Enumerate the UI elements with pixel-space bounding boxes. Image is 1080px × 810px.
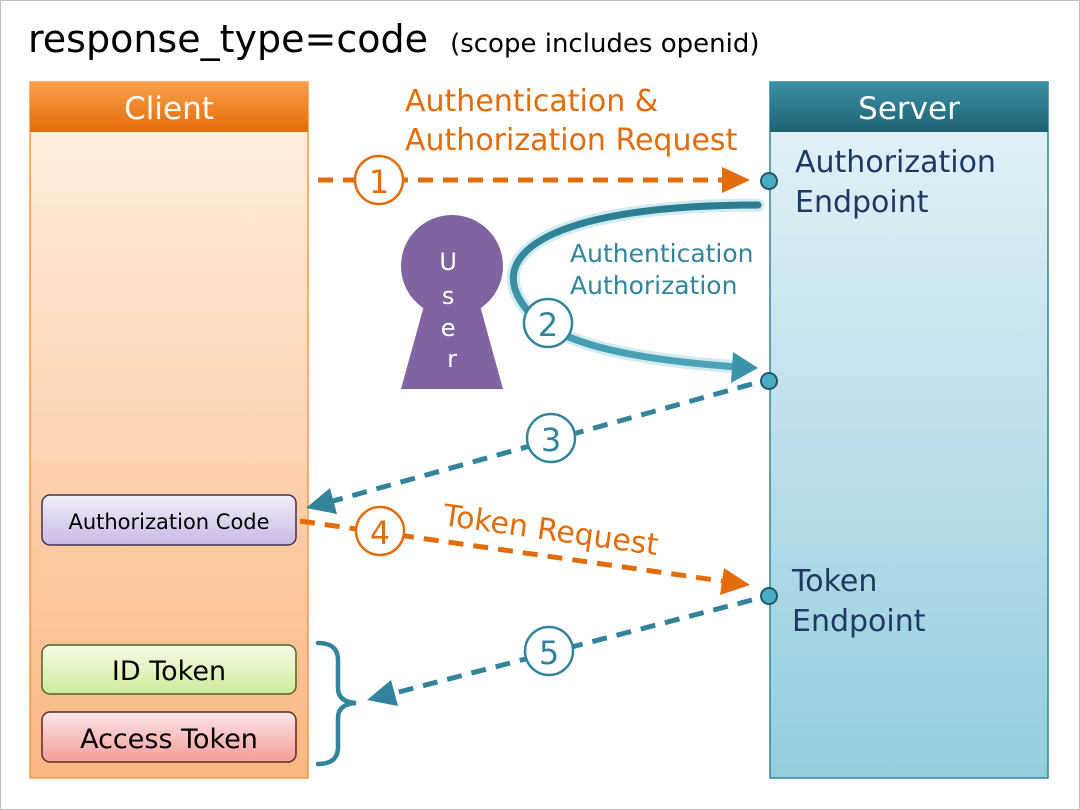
authorization-code-label: Authorization Code xyxy=(68,510,269,534)
authorization-endpoint-line-1: Authorization xyxy=(795,145,996,180)
authn-authz-label: Authentication Authorization xyxy=(570,239,761,300)
step-1-arrow: 1 xyxy=(318,154,750,206)
title-sub: (scope includes openid) xyxy=(450,29,759,59)
user-body xyxy=(401,291,503,389)
step-5-badge xyxy=(523,625,575,677)
step-3-badge xyxy=(525,412,577,464)
server-label: Server xyxy=(858,91,960,127)
access-token-label: Access Token xyxy=(80,724,258,755)
redirect-endpoint-dot xyxy=(760,372,778,390)
step-3-number: 3 xyxy=(541,421,561,459)
user-figure: U s e r xyxy=(401,215,503,389)
access-token-box: Access Token xyxy=(41,711,297,763)
step-4-badge xyxy=(354,505,406,557)
id-token-label: ID Token xyxy=(112,656,226,687)
authorization-endpoint-dot xyxy=(760,172,778,190)
step-1-number: 1 xyxy=(369,163,389,201)
title-main: response_type=code xyxy=(28,17,428,61)
step-5-number: 5 xyxy=(539,634,559,672)
authorization-endpoint-line-2: Endpoint xyxy=(795,185,929,220)
authorization-code-box: Authorization Code xyxy=(41,494,297,546)
client-label: Client xyxy=(124,91,214,127)
step-4-arrow: 4 xyxy=(299,505,750,595)
slide-title: response_type=code (scope includes openi… xyxy=(28,17,760,61)
user-head xyxy=(401,215,503,317)
step-3-arrow: 3 xyxy=(306,381,753,514)
user-label: U s e r xyxy=(439,248,464,373)
id-token-box: ID Token xyxy=(41,644,297,695)
token-endpoint-label: Token Endpoint xyxy=(791,564,926,639)
token-endpoint-line-1: Token xyxy=(791,564,877,599)
server-column: Server Authorization Endpoint Token Endp… xyxy=(769,81,1049,779)
server-header xyxy=(770,82,1048,132)
step-1-badge xyxy=(353,154,405,206)
step-2-number: 2 xyxy=(538,306,558,344)
token-group-brace xyxy=(315,640,357,767)
token-endpoint-line-2: Endpoint xyxy=(792,604,926,639)
step-5-arrow: 5 xyxy=(367,597,753,706)
authorization-endpoint-label: Authorization Endpoint xyxy=(795,145,1005,220)
client-header xyxy=(30,82,308,132)
step-4-number: 4 xyxy=(370,514,390,552)
step-2-arc: 2 xyxy=(506,198,765,383)
token-endpoint-dot xyxy=(760,587,778,605)
auth-request-label: Authentication & Authorization Request xyxy=(405,84,738,158)
step-2-badge xyxy=(522,297,574,349)
